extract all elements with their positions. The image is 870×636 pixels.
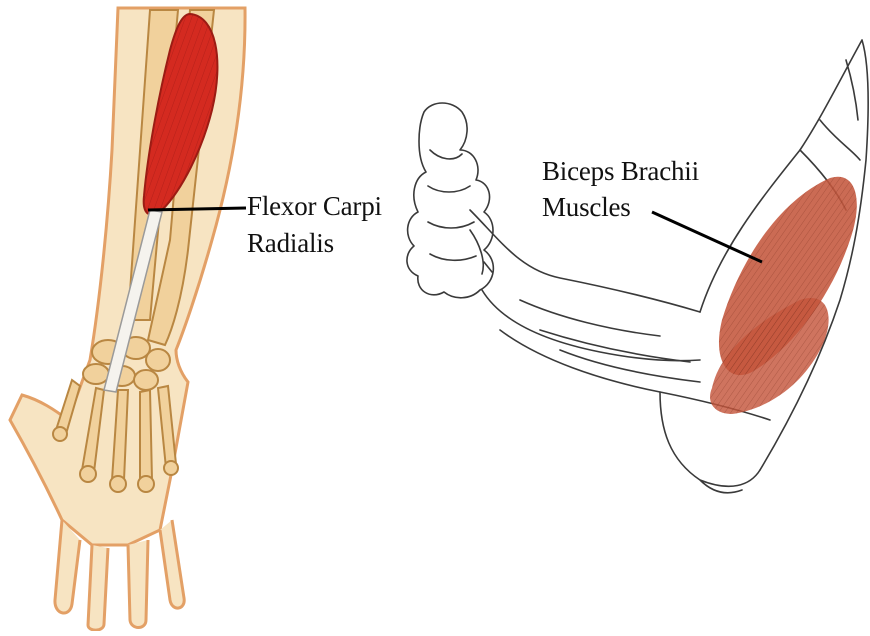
biceps-brachii-label-line1: Biceps Brachii — [542, 155, 699, 187]
biceps-leader-line — [652, 212, 762, 262]
forearm-illustration — [10, 8, 245, 630]
flexor-leader-line — [148, 208, 246, 210]
biceps-brachii-muscle — [710, 177, 857, 414]
biceps-brachii-label-line2: Muscles — [542, 191, 631, 223]
flexor-carpi-radialis-label-line2: Radialis — [247, 227, 334, 259]
fist-outline — [407, 103, 493, 298]
flexor-carpi-radialis-label-line1: Flexor Carpi — [247, 190, 382, 222]
